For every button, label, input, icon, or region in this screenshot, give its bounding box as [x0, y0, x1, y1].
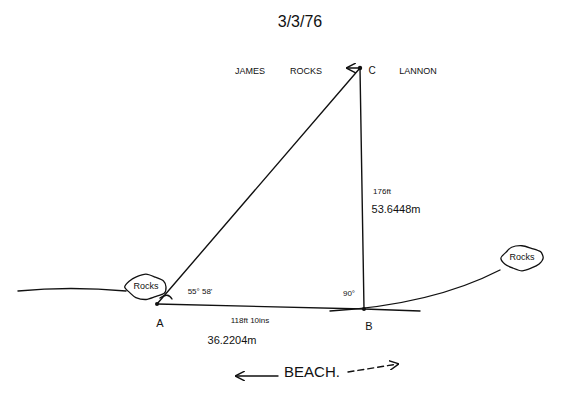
rock-outline: Rocks	[501, 245, 543, 271]
dimension: 36.2204m	[207, 334, 258, 346]
angle-arc	[160, 295, 172, 299]
angle: 55° 58'	[187, 288, 214, 297]
place-name: JAMES	[234, 67, 266, 77]
angle: 90°	[342, 290, 356, 299]
dimension: 176ft	[372, 188, 392, 197]
place-name: BEACH.	[283, 364, 341, 381]
shoreline	[330, 270, 500, 311]
sight-line	[360, 68, 364, 309]
direction-arrow	[348, 364, 398, 372]
sight-line	[157, 68, 360, 304]
direction-arrow	[236, 375, 278, 376]
rock-outline-path	[501, 246, 543, 271]
rock-outline-path	[125, 274, 166, 299]
date: 3/3/76	[277, 13, 323, 31]
beach-baseline	[157, 304, 420, 311]
survey-point	[362, 307, 366, 311]
rock-label: Rocks	[509, 253, 534, 263]
dimension: 118ft 10ins	[230, 317, 271, 326]
survey-point	[358, 66, 362, 70]
place-name: LANNON	[398, 67, 438, 77]
point-letter: B	[364, 320, 373, 332]
dimension: 53.6448m	[371, 203, 422, 215]
rock-label: Rocks	[133, 282, 158, 292]
point-letter: C	[367, 65, 376, 76]
rock-outline: Rocks	[125, 274, 167, 300]
shoreline	[18, 289, 126, 292]
point-letter: A	[155, 317, 164, 329]
survey-point	[155, 302, 159, 306]
place-name: ROCKS	[289, 67, 323, 77]
